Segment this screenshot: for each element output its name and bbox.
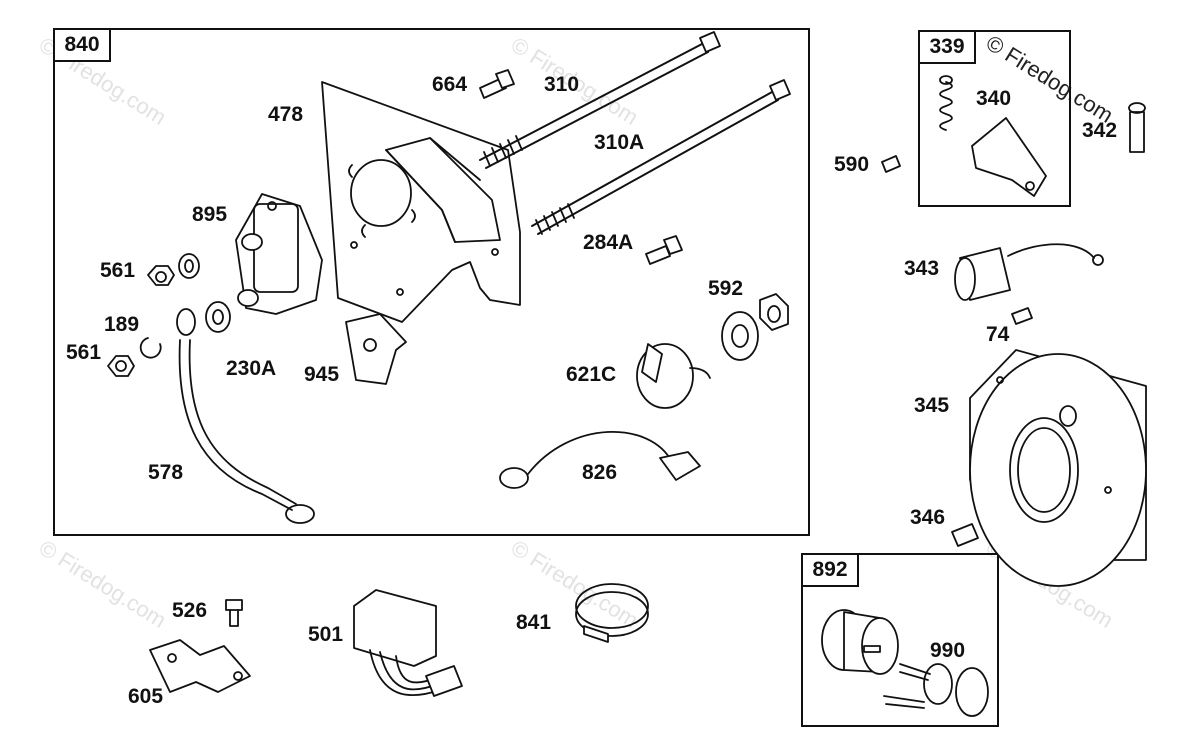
washer-drawing [178, 253, 200, 279]
label-664: 664 [432, 73, 468, 96]
label-345: 345 [914, 394, 950, 417]
cap-342-drawing [1128, 102, 1146, 153]
nut-561b-drawing [107, 355, 135, 377]
label-74: 74 [986, 323, 1010, 346]
clamp-841-drawing [575, 583, 649, 643]
cable-578-drawing [176, 308, 315, 524]
group-339-tag: 339 [918, 30, 976, 64]
lockwasher-189-drawing [139, 337, 162, 359]
screw-590-drawing [881, 155, 901, 173]
label-501: 501 [308, 623, 344, 646]
screw-526-drawing [225, 599, 243, 627]
label-561: 561 [100, 259, 136, 282]
label-621c: 621C [566, 363, 617, 386]
spring-340-drawing [939, 75, 953, 131]
label-561: 561 [66, 341, 102, 364]
plate-478-drawing [321, 81, 521, 323]
label-990: 990 [930, 639, 966, 662]
label-340: 340 [976, 87, 1012, 110]
label-189: 189 [104, 313, 140, 336]
group-892-tag: 892 [801, 553, 859, 587]
label-841: 841 [516, 611, 552, 634]
label-945: 945 [304, 363, 340, 386]
label-592: 592 [708, 277, 744, 300]
flywheel-345-drawing [969, 349, 1147, 587]
bracket-605-drawing [149, 639, 251, 693]
solenoid-895-drawing [235, 193, 323, 315]
label-478: 478 [268, 103, 304, 126]
group-840-tag: 840 [53, 28, 111, 62]
label-230a: 230A [226, 357, 277, 380]
label-605: 605 [128, 685, 164, 708]
label-590: 590 [834, 153, 870, 176]
label-346: 346 [910, 506, 946, 529]
label-826: 826 [582, 461, 618, 484]
label-526: 526 [172, 599, 208, 622]
group-892-frame [801, 553, 999, 727]
ignition-switch-drawing [821, 609, 899, 675]
keys-990-drawing [883, 663, 989, 717]
label-578: 578 [148, 461, 184, 484]
screw-346-drawing [951, 523, 979, 547]
washer-230a-drawing [205, 301, 231, 333]
group-339-frame [918, 30, 1071, 207]
label-284a: 284A [583, 231, 634, 254]
nut-592-drawing [759, 293, 789, 331]
screw-284a-drawing [645, 235, 683, 265]
bolt-310a-drawing [531, 79, 791, 235]
switch-621c-drawing [636, 343, 711, 409]
nut-561-drawing [147, 265, 175, 286]
label-310: 310 [544, 73, 580, 96]
label-310a: 310A [594, 131, 645, 154]
label-343: 343 [904, 257, 940, 280]
label-342: 342 [1082, 119, 1118, 142]
group-840-frame [53, 28, 810, 536]
breaker-points-drawing [971, 117, 1047, 197]
condenser-343-drawing [954, 243, 1104, 301]
screw-74-drawing [1011, 307, 1033, 325]
bolt-310-drawing [479, 31, 721, 169]
rectifier-501-drawing [353, 589, 463, 697]
wire-826-drawing [499, 431, 701, 489]
bracket-945-drawing [345, 313, 407, 385]
label-895: 895 [192, 203, 228, 226]
lockwasher-592-drawing [721, 311, 759, 361]
screw-664-drawing [479, 69, 515, 99]
